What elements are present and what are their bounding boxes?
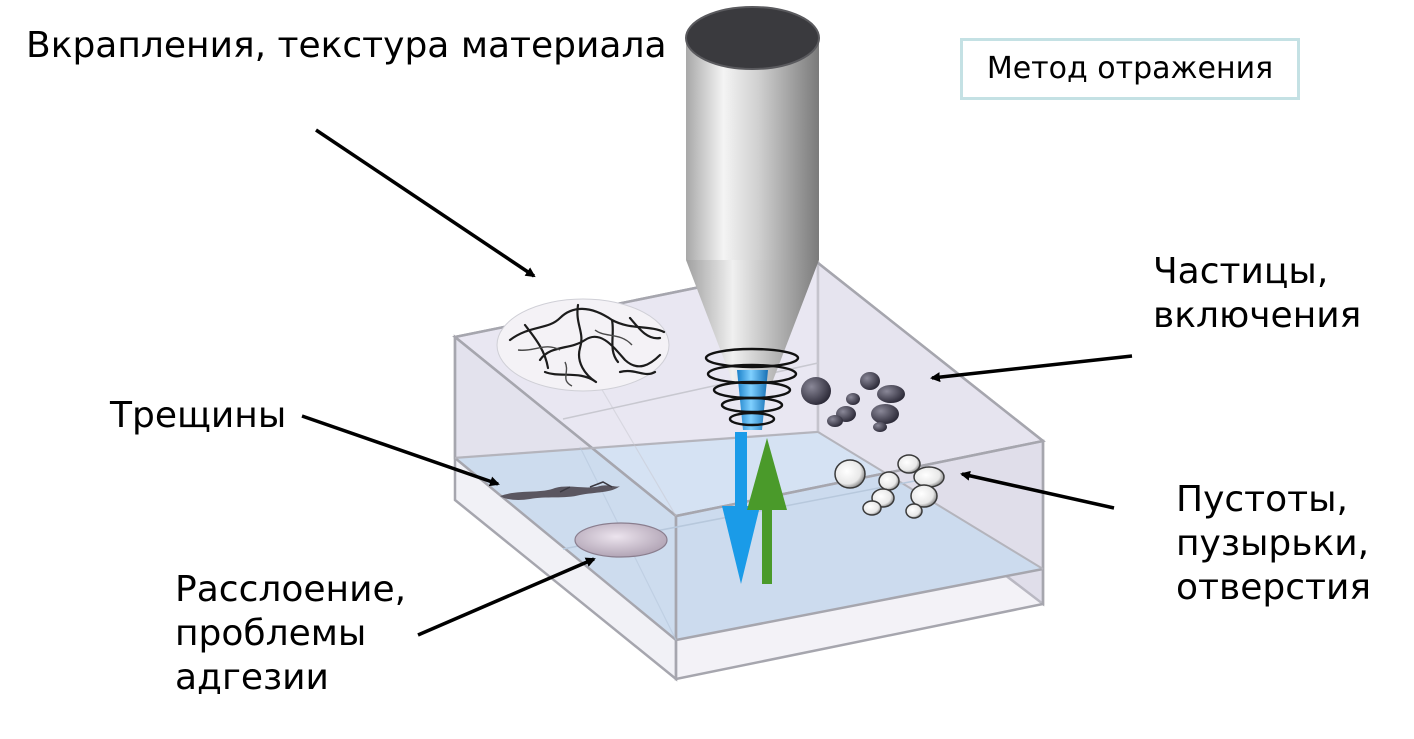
label-voids-line-3: отверстия — [1176, 567, 1372, 608]
label-inclusions-texture-text: Вкрапления, текстура материала — [26, 25, 667, 66]
method-label: Метод отражения — [986, 51, 1274, 86]
delamination-disc — [574, 522, 668, 558]
arrow-cracks — [301, 414, 500, 487]
label-voids-line-1: Пустоты, — [1176, 479, 1349, 520]
label-delamination-line-2: проблемы — [175, 613, 367, 654]
label-delamination-line-1: Расслоение, — [175, 569, 407, 610]
label-voids: Пустоты, пузырьки, отверстия — [1176, 478, 1371, 610]
crack-streak-detail — [559, 481, 613, 493]
arrow-particles — [930, 354, 1133, 383]
callout-arrows — [301, 128, 1133, 637]
crack-streak — [500, 485, 620, 500]
liquid-edge-right — [675, 567, 1044, 642]
label-particles: Частицы, включения — [1153, 250, 1361, 338]
label-voids-line-2: пузырьки, — [1176, 523, 1370, 564]
arrow-delamination — [417, 557, 596, 637]
label-inclusions-texture: Вкрапления, текстура материала — [26, 24, 667, 68]
label-particles-line-2: включения — [1153, 295, 1362, 336]
label-delamination: Расслоение, проблемы адгезии — [175, 568, 406, 700]
up-arrow-icon — [747, 438, 787, 584]
ultrasonic-transducer-icon — [685, 6, 820, 430]
particles-cluster — [801, 372, 905, 432]
texture-disc — [496, 298, 670, 392]
acoustic-wave-rings — [704, 347, 800, 427]
arrow-voids — [960, 470, 1115, 510]
label-cracks: Трещины — [110, 394, 286, 438]
label-cracks-text: Трещины — [110, 395, 287, 436]
method-label-box: Метод отражения — [960, 38, 1300, 100]
label-particles-line-1: Частицы, — [1153, 251, 1329, 292]
voids-cluster — [834, 454, 945, 519]
inner-edge-back — [454, 431, 819, 459]
arrow-inclusions-texture — [315, 128, 536, 278]
label-delamination-line-3: адгезии — [175, 657, 329, 698]
down-arrow-icon — [722, 432, 760, 584]
